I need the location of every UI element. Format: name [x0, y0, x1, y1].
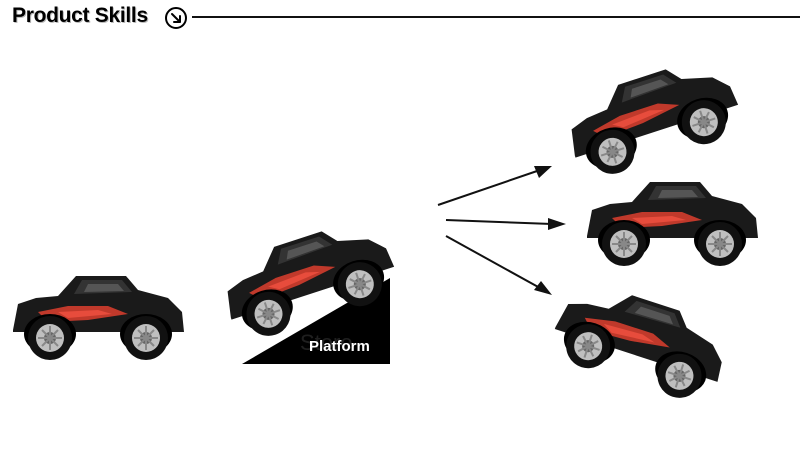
platform-watermark: Store [300, 330, 353, 355]
arrow-up [437, 169, 541, 206]
circled-arrow-down-right-icon [165, 7, 187, 29]
car-jump-nose-up [557, 50, 748, 186]
car-jump-nose-down [545, 274, 736, 410]
platform-label: Platform [309, 338, 370, 355]
header-divider [192, 16, 800, 18]
car-jump-level [586, 181, 759, 267]
section-title: Product Skills [12, 4, 148, 27]
car-ground [12, 275, 185, 361]
arrow-down [445, 235, 541, 289]
section-header: Product Skills [0, 0, 800, 36]
arrow-straight [445, 219, 553, 225]
trajectory-arrows [437, 166, 566, 295]
